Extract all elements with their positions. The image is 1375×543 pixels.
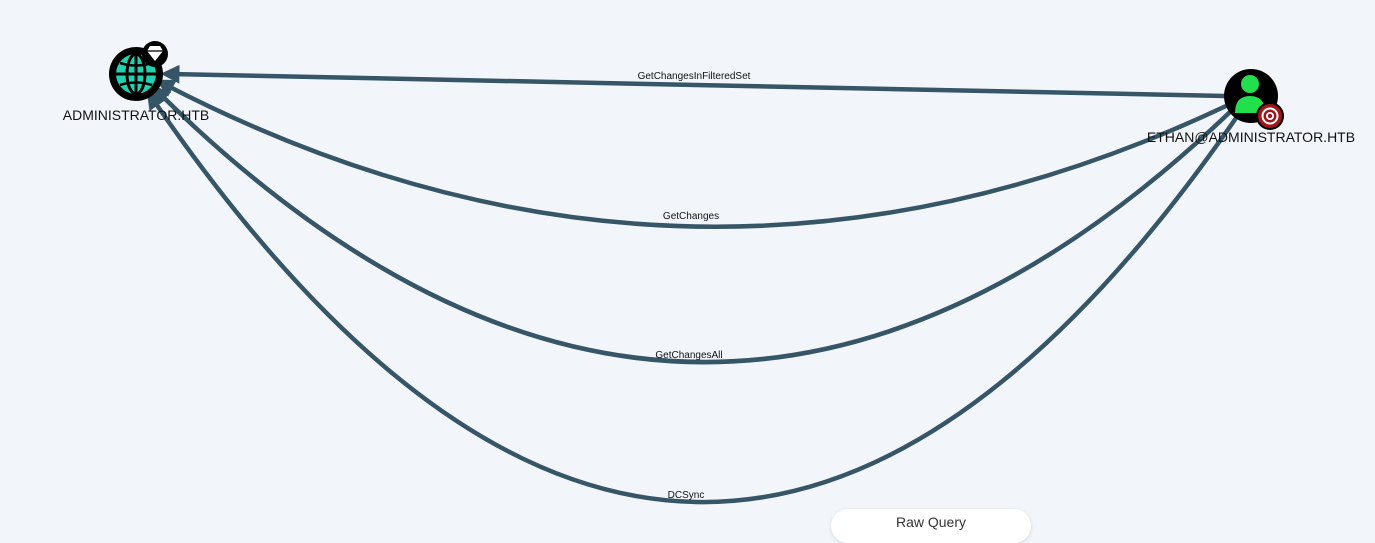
node-domain[interactable]: ADMINISTRATOR.HTB	[63, 41, 210, 123]
target-icon	[1256, 102, 1284, 130]
edge-label: DCSync	[668, 490, 705, 501]
node-label: ETHAN@ADMINISTRATOR.HTB	[1147, 129, 1355, 145]
raw-query-button[interactable]: Raw Query	[831, 509, 1031, 543]
node-label: ADMINISTRATOR.HTB	[63, 107, 210, 123]
node-user[interactable]: ETHAN@ADMINISTRATOR.HTB	[1147, 69, 1355, 145]
user-icon	[1235, 75, 1265, 113]
graph-canvas[interactable]: GetChangesInFilteredSet GetChanges GetCh…	[0, 0, 1375, 527]
edge-getchangesall[interactable]: GetChangesAll	[151, 85, 1232, 365]
globe-icon	[116, 52, 156, 96]
edge-dcsync[interactable]: DCSync	[146, 90, 1238, 505]
edge-label: GetChanges	[663, 211, 719, 222]
diamond-icon	[142, 41, 168, 67]
edge-label: GetChangesInFilteredSet	[638, 71, 751, 82]
edge-label: GetChangesAll	[655, 350, 722, 361]
edge-getchangesinfilteredset[interactable]: GetChangesInFilteredSet	[160, 64, 1226, 99]
edge-getchanges[interactable]: GetChanges	[155, 79, 1227, 229]
